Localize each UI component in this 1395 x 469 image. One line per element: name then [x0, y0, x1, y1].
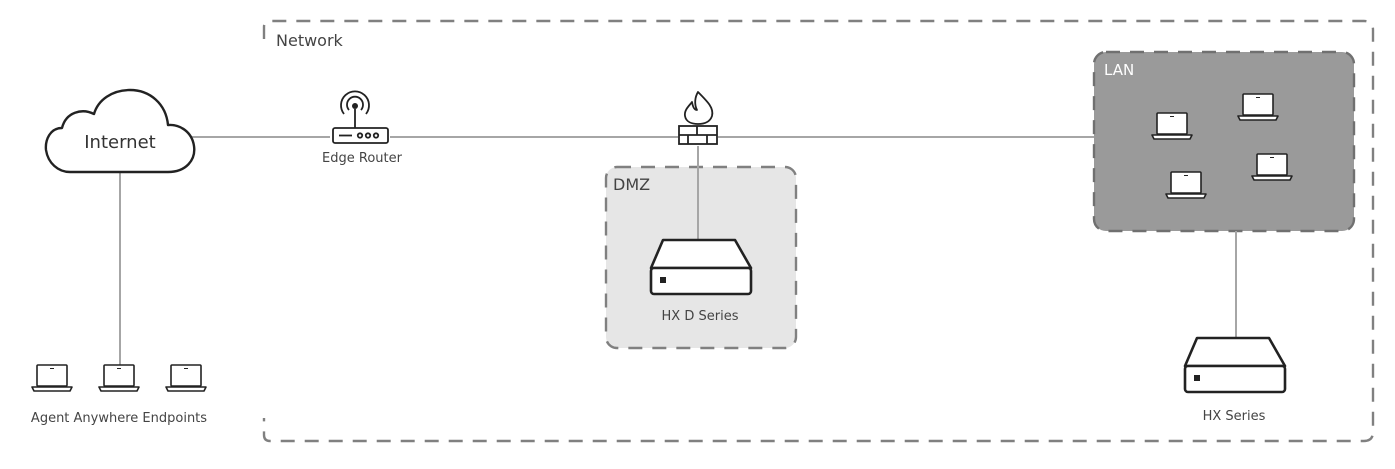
firewall-icon [678, 91, 718, 145]
cloud-icon [44, 88, 196, 174]
laptop-icon [31, 364, 73, 392]
lan-zone-label: LAN [1104, 61, 1134, 79]
appliance-icon [1183, 336, 1287, 394]
agent-endpoints-label: Agent Anywhere Endpoints [31, 411, 207, 426]
hx-d-series-label: HX D Series [662, 309, 739, 324]
router-icon [332, 90, 389, 144]
firewall [678, 91, 718, 145]
connectors [119, 136, 1237, 367]
hx-series-label: HX Series [1203, 409, 1266, 424]
edge-router-label: Edge Router [322, 151, 403, 166]
hx-series-appliance: HX Series [1183, 336, 1287, 424]
laptop-icon [1237, 93, 1279, 121]
lan-zone [1092, 50, 1356, 233]
laptop-icon [1151, 112, 1193, 140]
network-zone-label: Network [276, 31, 344, 50]
internet-label: Internet [84, 132, 155, 153]
laptop-icon [98, 364, 140, 392]
dmz-zone-label: DMZ [613, 175, 650, 194]
internet-cloud: Internet [44, 88, 196, 174]
laptop-icon [1251, 153, 1293, 181]
edge-router: Edge Router [322, 90, 403, 166]
network-zone-border [262, 19, 1375, 443]
laptop-icon [1165, 171, 1207, 199]
hx-d-series-appliance: HX D Series [649, 238, 753, 324]
appliance-icon [649, 238, 753, 296]
laptop-icon [165, 364, 207, 392]
agent-endpoints: Agent Anywhere Endpoints [31, 364, 207, 426]
